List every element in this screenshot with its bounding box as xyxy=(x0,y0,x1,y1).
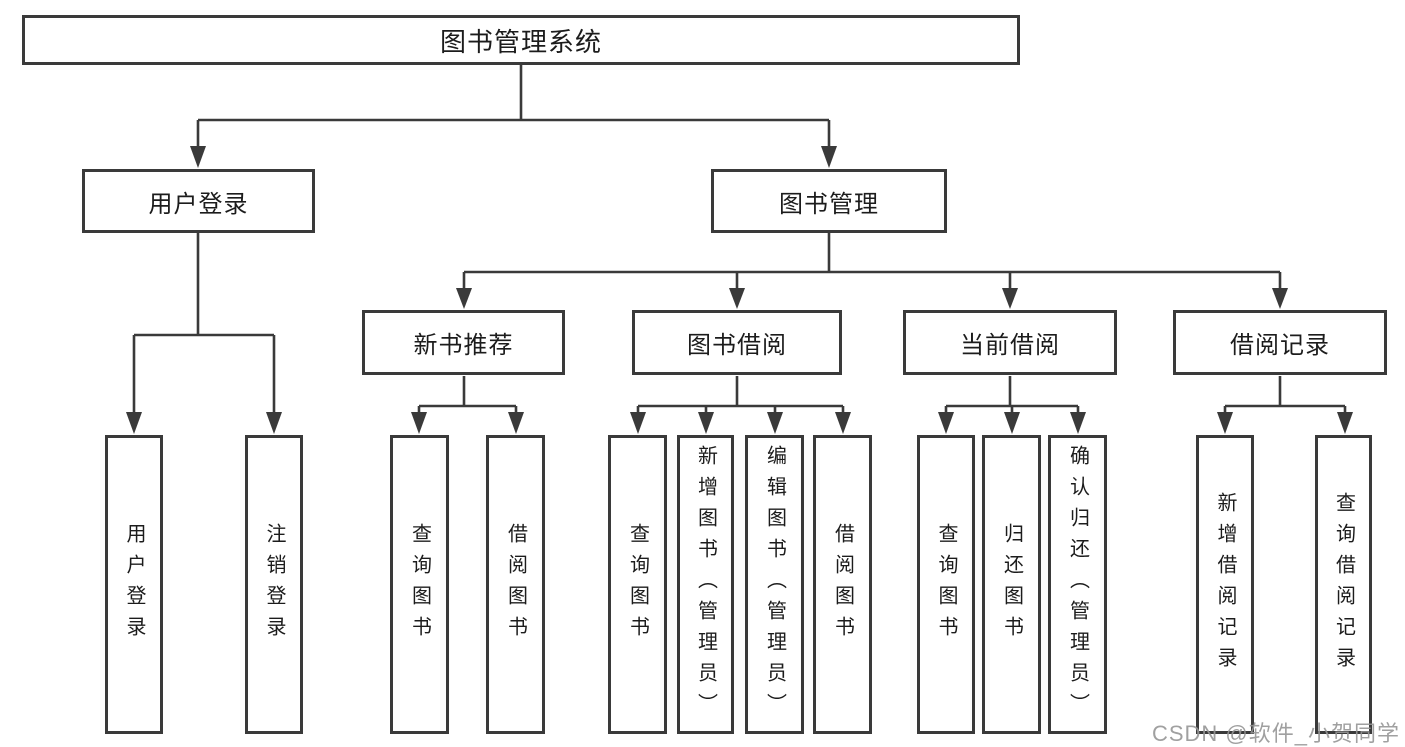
connector-book-management-children xyxy=(456,233,1288,309)
node-label: 查询借阅记录 xyxy=(1332,491,1355,678)
node-label: 用户登录 xyxy=(148,190,249,218)
leaf-user-login: 用户登录 xyxy=(105,435,163,734)
connector-new-book-children xyxy=(411,376,524,434)
connector-user-login-children xyxy=(126,233,282,434)
node-label: 借阅图书 xyxy=(504,522,527,647)
node-book-management: 图书管理 xyxy=(711,169,947,233)
leaf-logout-login: 注销登录 xyxy=(245,435,303,734)
leaf-confirm-return-admin: 确认归还（管理员） xyxy=(1048,435,1107,734)
node-label: 新增借阅记录 xyxy=(1214,491,1236,678)
leaf-edit-books-admin: 编辑图书（管理员） xyxy=(745,435,804,734)
leaf-borrow-books-borrowing: 借阅图书 xyxy=(813,435,872,734)
connector-root-to-level2 xyxy=(190,65,837,168)
node-borrowing-records: 借阅记录 xyxy=(1173,310,1387,375)
node-label: 查询图书 xyxy=(935,522,957,647)
node-label: 用户登录 xyxy=(123,522,145,647)
node-label: 确认归还（管理员） xyxy=(1066,445,1089,724)
leaf-borrow-books-recommend: 借阅图书 xyxy=(486,435,545,734)
watermark: CSDN @软件_小贺同学 xyxy=(1151,721,1400,746)
node-label: 图书管理 xyxy=(779,190,879,218)
node-new-book-recommend: 新书推荐 xyxy=(362,310,565,375)
node-root: 图书管理系统 xyxy=(22,15,1020,65)
leaf-add-borrow-record: 新增借阅记录 xyxy=(1196,435,1254,734)
node-label: 图书管理系统 xyxy=(439,26,602,57)
node-label: 图书借阅 xyxy=(687,332,787,359)
leaf-query-borrow-record: 查询借阅记录 xyxy=(1315,435,1372,734)
connector-book-borrowing-children xyxy=(630,376,851,434)
node-label: 查询图书 xyxy=(408,522,431,647)
connector-current-borrowing-children xyxy=(938,376,1086,434)
node-label: 当前借阅 xyxy=(960,332,1060,359)
node-label: 注销登录 xyxy=(263,522,285,647)
node-current-borrowing: 当前借阅 xyxy=(903,310,1117,375)
leaf-return-books: 归还图书 xyxy=(982,435,1041,734)
node-label: 借阅记录 xyxy=(1230,332,1330,359)
node-user-login: 用户登录 xyxy=(82,169,315,233)
leaf-query-books-current: 查询图书 xyxy=(917,435,975,734)
node-label: 查询图书 xyxy=(626,522,649,647)
node-book-borrowing: 图书借阅 xyxy=(632,310,842,375)
node-label: 新书推荐 xyxy=(413,332,514,359)
leaf-query-books-recommend: 查询图书 xyxy=(390,435,449,734)
connector-borrowing-records-children xyxy=(1217,376,1353,434)
leaf-query-books-borrowing: 查询图书 xyxy=(608,435,667,734)
node-label: 归还图书 xyxy=(1000,522,1023,647)
node-label: 编辑图书（管理员） xyxy=(763,445,786,724)
leaf-add-books-admin: 新增图书（管理员） xyxy=(677,435,734,734)
node-label: 新增图书（管理员） xyxy=(694,445,717,724)
node-label: 借阅图书 xyxy=(831,522,854,647)
